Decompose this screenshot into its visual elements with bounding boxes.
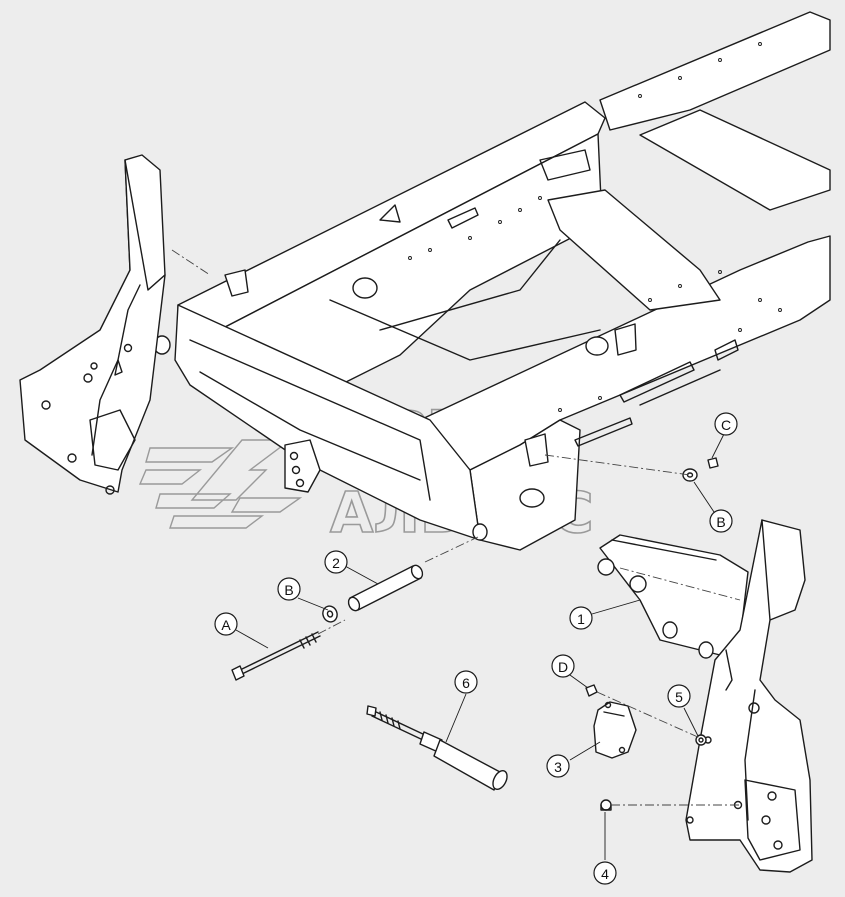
part-6-shock-absorber xyxy=(366,705,508,791)
callout-c: C xyxy=(714,412,738,436)
part-3-cover-plate xyxy=(593,701,637,759)
callout-label: 4 xyxy=(601,866,609,882)
callout-label: 3 xyxy=(554,759,562,775)
callout-label: 6 xyxy=(462,675,470,691)
chassis-frame xyxy=(153,11,831,551)
callout-b-left: B xyxy=(277,577,301,601)
callout-d: D xyxy=(551,654,575,678)
callout-label: B xyxy=(284,582,293,598)
washer-b-left xyxy=(322,605,338,623)
assembly-centerlines xyxy=(171,249,741,806)
callout-3: 3 xyxy=(546,754,570,778)
callout-2: 2 xyxy=(324,550,348,574)
left-outrigger-bracket xyxy=(19,154,166,495)
callout-1: 1 xyxy=(569,606,593,630)
callout-5: 5 xyxy=(667,684,691,708)
screw-d xyxy=(585,684,598,697)
callout-a: A xyxy=(214,612,238,636)
callout-label: A xyxy=(221,617,231,633)
callout-4: 4 xyxy=(593,861,617,885)
washer-b-right xyxy=(682,468,698,482)
callout-label: C xyxy=(721,417,731,433)
part-4-plug xyxy=(600,799,612,811)
callout-label: 1 xyxy=(577,611,585,627)
part-2-spacer-tube xyxy=(347,564,424,612)
callout-label: 2 xyxy=(332,555,340,571)
callout-b-right: B xyxy=(709,509,733,533)
part-5-nut xyxy=(695,734,707,746)
right-outrigger-bracket xyxy=(685,519,813,873)
callout-6: 6 xyxy=(454,670,478,694)
callout-label: D xyxy=(558,659,568,675)
part-1-right-bracket xyxy=(597,534,749,659)
callout-label: 5 xyxy=(675,689,683,705)
bolt-a xyxy=(231,631,321,681)
callout-label: B xyxy=(716,514,725,530)
nut-c xyxy=(707,457,719,469)
